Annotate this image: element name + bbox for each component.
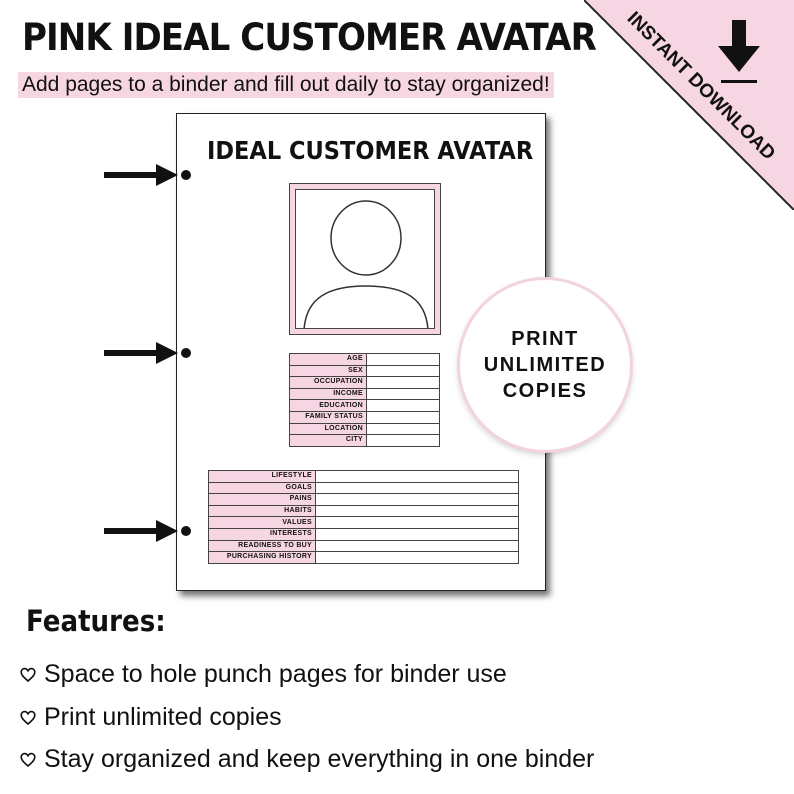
table-row: HABITS xyxy=(208,504,519,518)
field-value-cell xyxy=(366,410,440,424)
worksheet-preview: IDEAL CUSTOMER AVATAR AGE SEX OCCUPATION… xyxy=(176,113,546,591)
field-value-cell xyxy=(366,434,440,447)
field-value-cell xyxy=(315,481,519,495)
details-table: LIFESTYLE GOALS PAINS HABITS VALUES INTE… xyxy=(208,470,519,564)
field-label: VALUES xyxy=(208,516,316,529)
heart-icon xyxy=(20,667,36,682)
field-value-cell xyxy=(315,493,519,506)
feature-item: Stay organized and keep everything in on… xyxy=(20,745,594,774)
feature-text: Stay organized and keep everything in on… xyxy=(44,745,595,773)
field-label: HABITS xyxy=(208,504,316,518)
badge-line: COPIES xyxy=(502,380,588,402)
table-row: AGE xyxy=(289,353,440,366)
field-label: OCCUPATION xyxy=(289,376,367,389)
table-row: GOALS xyxy=(208,481,519,495)
table-row: VALUES xyxy=(208,516,519,529)
field-label: GOALS xyxy=(208,481,316,495)
sheet-title: IDEAL CUSTOMER AVATAR xyxy=(207,136,534,165)
field-value-cell xyxy=(366,353,440,366)
basic-info-table: AGE SEX OCCUPATION INCOME EDUCATION FAMI… xyxy=(289,353,440,447)
field-value-cell xyxy=(366,387,440,401)
field-value-cell xyxy=(366,376,440,389)
table-row: INCOME xyxy=(289,387,440,401)
hole-punch-arrow-icon xyxy=(104,164,191,186)
heart-icon xyxy=(20,710,36,725)
field-label: FAMILY STATUS xyxy=(289,410,367,424)
feature-item: Print unlimited copies xyxy=(20,703,282,732)
subtitle: Add pages to a binder and fill out daily… xyxy=(18,72,554,98)
field-label: READINESS TO BUY xyxy=(208,539,316,553)
table-row: PURCHASING HISTORY xyxy=(208,551,519,564)
field-value-cell xyxy=(366,399,440,412)
table-row: LIFESTYLE xyxy=(208,470,519,483)
field-label: PAINS xyxy=(208,493,316,506)
hole-punch-arrow-icon xyxy=(104,520,191,542)
page-title: PINK IDEAL CUSTOMER AVATAR xyxy=(22,16,597,59)
print-unlimited-badge: PRINT UNLIMITED COPIES xyxy=(460,280,630,450)
field-label: PURCHASING HISTORY xyxy=(208,551,316,564)
table-row: CITY xyxy=(289,434,440,447)
feature-text: Space to hole punch pages for binder use xyxy=(44,660,507,688)
field-label: LIFESTYLE xyxy=(208,470,316,483)
field-value-cell xyxy=(315,527,519,541)
field-value-cell xyxy=(315,470,519,483)
field-label: CITY xyxy=(289,434,367,447)
features-heading: Features: xyxy=(26,604,166,638)
table-row: PAINS xyxy=(208,493,519,506)
field-label: SEX xyxy=(289,364,367,378)
badge-line: PRINT xyxy=(511,328,579,350)
field-value-cell xyxy=(315,516,519,529)
field-value-cell xyxy=(366,364,440,378)
feature-item: Space to hole punch pages for binder use xyxy=(20,660,507,689)
field-value-cell xyxy=(315,504,519,518)
field-label: INCOME xyxy=(289,387,367,401)
badge-line: UNLIMITED xyxy=(483,354,607,376)
field-label: EDUCATION xyxy=(289,399,367,412)
field-label: AGE xyxy=(289,353,367,366)
field-value-cell xyxy=(315,539,519,553)
field-value-cell xyxy=(366,422,440,436)
heart-icon xyxy=(20,752,36,767)
field-value-cell xyxy=(315,551,519,564)
photo-frame xyxy=(289,183,441,335)
table-row: SEX xyxy=(289,364,440,378)
avatar-silhouette-icon xyxy=(303,200,429,328)
table-row: INTERESTS xyxy=(208,527,519,541)
hole-punch-arrow-icon xyxy=(104,342,191,364)
table-row: LOCATION xyxy=(289,422,440,436)
table-row: OCCUPATION xyxy=(289,376,440,389)
instant-download-banner: INSTANT DOWNLOAD xyxy=(584,0,794,210)
table-row: FAMILY STATUS xyxy=(289,410,440,424)
field-label: LOCATION xyxy=(289,422,367,436)
table-row: READINESS TO BUY xyxy=(208,539,519,553)
feature-text: Print unlimited copies xyxy=(44,703,282,731)
download-arrow-icon xyxy=(718,20,760,83)
field-label: INTERESTS xyxy=(208,527,316,541)
table-row: EDUCATION xyxy=(289,399,440,412)
